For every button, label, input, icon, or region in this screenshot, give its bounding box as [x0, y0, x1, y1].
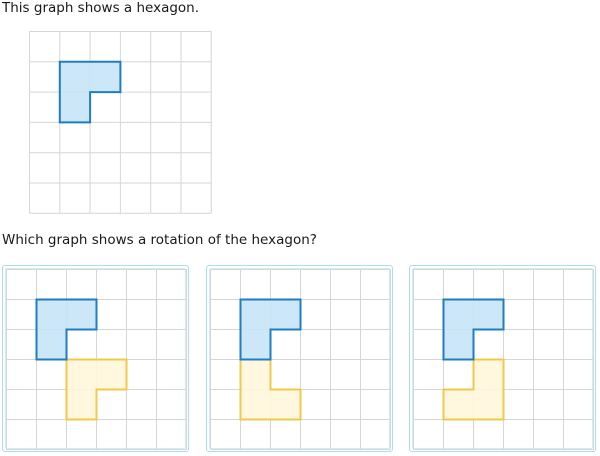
choice-b-rotated-hexagon: [239, 358, 302, 421]
answer-choice-c-graph: [413, 269, 594, 450]
answer-choice-c[interactable]: [409, 265, 596, 452]
choice-a-original-hexagon: [35, 298, 98, 361]
choice-a-rotated-hexagon: [65, 358, 128, 421]
main-grid-lines: [29, 31, 212, 214]
original-hexagon: [58, 60, 122, 124]
answer-choice-a-frame: [5, 268, 186, 449]
answer-choice-a-graph: [6, 269, 187, 450]
answer-choice-b-graph: [210, 269, 391, 450]
question-text: Which graph shows a rotation of the hexa…: [2, 232, 317, 248]
choice-c-original-hexagon: [442, 298, 505, 361]
choice-b-grid-lines: [210, 269, 391, 450]
choice-c-rotated-hexagon: [442, 358, 505, 421]
choice-b-original-hexagon: [239, 298, 302, 361]
answer-choice-b[interactable]: [206, 265, 393, 452]
original-hexagon-graph: [29, 31, 212, 214]
answer-choice-b-frame: [209, 268, 390, 449]
prompt-text: This graph shows a hexagon.: [2, 0, 200, 16]
answer-choice-c-frame: [412, 268, 593, 449]
answer-choice-a[interactable]: [2, 265, 189, 452]
